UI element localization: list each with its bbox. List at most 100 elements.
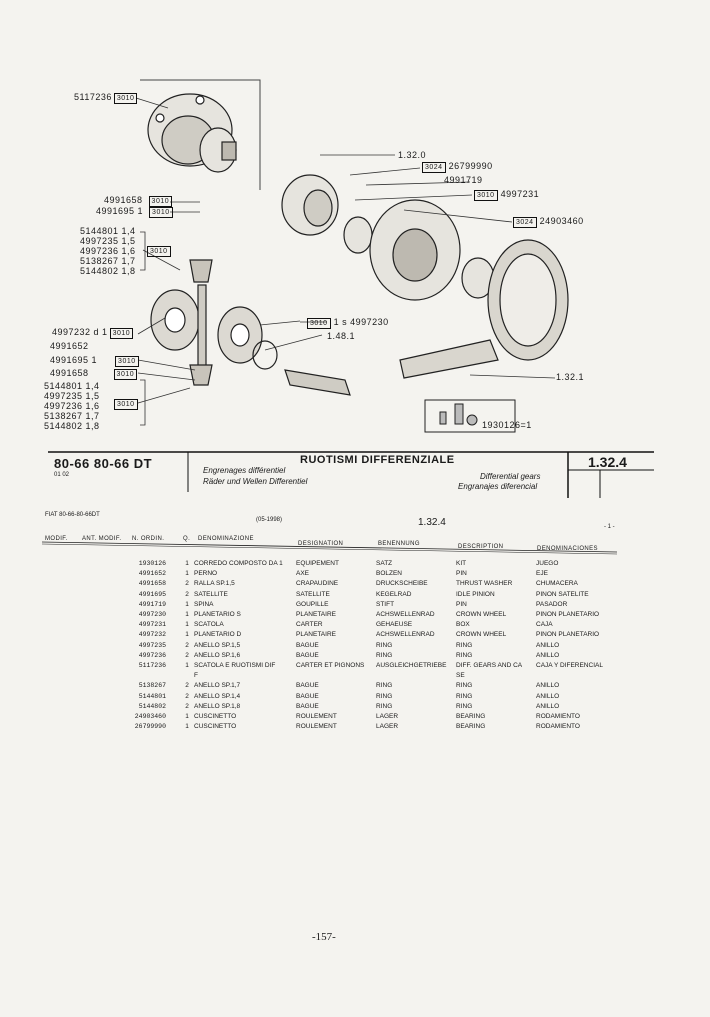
- table-cell: ANILLO: [536, 651, 560, 659]
- part-number-cell: 1930126: [138, 560, 166, 567]
- code-box: 3010: [113, 93, 138, 104]
- table-cell: ANILLO: [536, 641, 560, 649]
- table-cell: PINON PLANETARIO: [536, 631, 600, 639]
- table-cell: 1: [185, 631, 189, 639]
- col-header-denominaciones: DENOMINACIONES: [537, 546, 598, 552]
- callout-1320: 1.32.0: [398, 150, 426, 160]
- table-cell: ANELLO SP.1,5: [194, 641, 241, 649]
- table-cell: PINON SATELITE: [536, 590, 589, 598]
- table-cell: 2: [185, 702, 189, 710]
- model-codes: 01 02: [54, 472, 70, 478]
- table-cell: ANELLO SP.1,7: [194, 682, 241, 690]
- callout-group-2: 5144801 1,4 4997235 1,5 4997236 1,6 5138…: [44, 381, 100, 431]
- callout-group-1-box: 3010: [145, 245, 171, 257]
- callout-4991658: 4991658 3010: [104, 195, 173, 207]
- callout-4991652: 4991652: [50, 341, 89, 351]
- table-cell: RING: [456, 692, 473, 700]
- table-cell: 2: [185, 692, 189, 700]
- table-cell: ACHSWELLENRAD: [376, 611, 435, 618]
- table-cell: BEARING: [456, 723, 486, 731]
- table-cell: SATELLITE: [194, 590, 228, 598]
- table-header-rules: [42, 541, 618, 555]
- part-number-cell: 24903460: [134, 713, 166, 720]
- table-cell: RING: [376, 702, 393, 710]
- date-label: (05-1998): [256, 517, 283, 523]
- table-cell: GEHAEUSE: [376, 621, 413, 629]
- part-number-cell: 4991658: [138, 580, 166, 588]
- table-cell: PLANETAIRE: [296, 631, 336, 639]
- table-cell: SCATOLA: [194, 621, 224, 629]
- table-cell: BAGUE: [296, 692, 319, 700]
- table-cell: 1: [185, 600, 189, 608]
- table-cell: BAGUE: [296, 651, 319, 659]
- code-box: 3010: [113, 369, 138, 380]
- model-name: 80-66 80-66 DT: [54, 456, 153, 471]
- table-cell: CUSCINETTO: [194, 723, 237, 731]
- col-header-modif: MODIF.: [45, 536, 68, 542]
- part-line: 5144801 1,4: [80, 226, 136, 236]
- table-cell: 1: [185, 570, 189, 578]
- table-cell: BAGUE: [296, 641, 319, 649]
- side-gears-drawing: [150, 259, 351, 396]
- col-header-n-ordin: N. ORDIN.: [132, 536, 165, 542]
- table-cell: 1: [185, 560, 189, 567]
- part-number-cell: 5138267: [138, 682, 166, 690]
- table-cell: PINON PLANETARIO: [536, 611, 600, 618]
- part-line: 5138267 1,7: [44, 411, 100, 421]
- table-cell: BOLZEN: [376, 570, 403, 578]
- table-cell: RING: [456, 651, 473, 659]
- table-cell: 2: [185, 590, 189, 598]
- ring-gear-drawing: [487, 239, 569, 361]
- part-line: 4997235 1,5: [44, 391, 100, 401]
- code-box: 3010: [114, 399, 138, 410]
- part-number-cell: 4991652: [138, 570, 166, 578]
- part-number-cell: 4991695: [138, 590, 166, 598]
- table-cell: SCATOLA E RUOTISMI DIF: [194, 662, 276, 669]
- part-number: 24903460: [539, 216, 584, 226]
- part-number: 4991652: [50, 341, 89, 351]
- part-number: 4991695 1: [50, 355, 98, 365]
- part-number-cell: 5144802: [138, 702, 166, 710]
- table-cell: ANELLO SP.1,4: [194, 692, 241, 700]
- table-cell: 1: [185, 662, 189, 669]
- section-title-es: Engranajes diferencial: [458, 482, 538, 491]
- table-cell: ANILLO: [536, 682, 560, 690]
- table-cell: PIN: [456, 600, 467, 608]
- table-cell: IDLE PINION: [456, 590, 495, 598]
- code-box: 3010: [148, 196, 173, 207]
- table-cell: SPINA: [194, 600, 214, 608]
- section-title-fr: Engrenages différentiel: [203, 466, 286, 475]
- part-number: 1930126=1: [482, 420, 532, 430]
- part-number-cell: 4997235: [138, 641, 166, 649]
- part-number: 4991658: [104, 195, 143, 205]
- table-cell: CAJA Y DIFERENCIAL: [536, 662, 603, 669]
- section-reference: 1.32.4: [588, 454, 627, 470]
- table-cell: 2: [185, 682, 189, 690]
- code-box: 3024: [513, 217, 537, 228]
- table-cell: CUSCINETTO: [194, 713, 237, 720]
- table-cell: AUSGLEICHGETRIEBE: [376, 662, 447, 669]
- table-cell: 1: [185, 723, 189, 731]
- part-number: 4991719: [444, 175, 483, 185]
- table-cell: RODAMIENTO: [536, 723, 580, 731]
- table-cell: PIN: [456, 570, 467, 578]
- part-number-cell: 4997236: [138, 651, 166, 659]
- table-cell: DRUCKSCHEIBE: [376, 580, 428, 588]
- sheet-marker: - 1 -: [604, 524, 615, 530]
- callout-26799990: 3024 26799990: [420, 161, 493, 173]
- part-line: 5144801 1,4: [44, 381, 100, 391]
- part-number-cell: 26799990: [134, 723, 166, 731]
- table-cell: EJE: [536, 570, 548, 578]
- table-cell: PERNO: [194, 570, 218, 578]
- differential-assembly-drawing: [147, 93, 237, 173]
- code-box: 3010: [307, 318, 331, 329]
- callout-4997231: 3010 4997231: [472, 189, 539, 201]
- callout-group-1: 5144801 1,4 4997235 1,5 4997236 1,6 5138…: [80, 226, 136, 276]
- table-cell: CORREDO COMPOSTO DA 1: [194, 560, 283, 567]
- part-line: 4997235 1,5: [80, 236, 136, 246]
- table-cell: ACHSWELLENRAD: [376, 631, 435, 639]
